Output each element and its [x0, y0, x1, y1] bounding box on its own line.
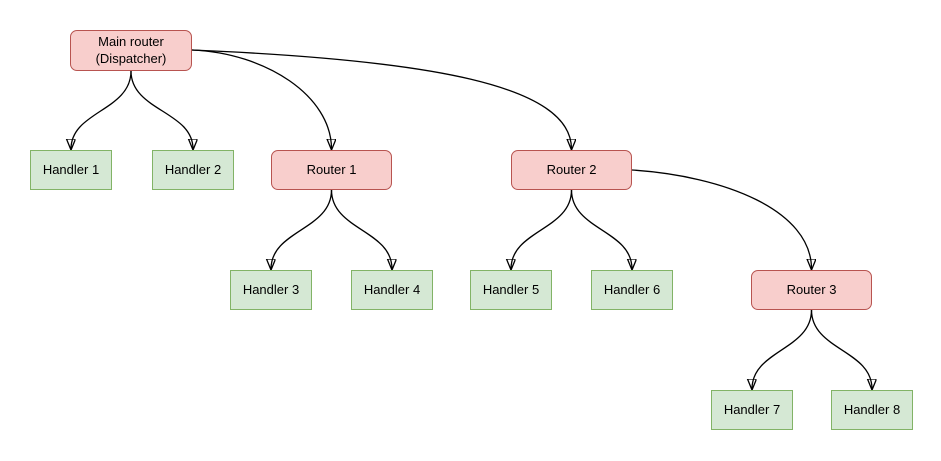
- edge-router2-to-handler6: [570, 189, 633, 269]
- node-router-1-label: Router 1: [306, 161, 357, 177]
- edge-router3-to-handler7: [752, 309, 813, 389]
- edge-router1-to-handler3: [271, 189, 333, 269]
- edge-main-to-router1: [191, 49, 332, 149]
- node-handler-6: Handler 6: [591, 270, 673, 310]
- node-handler-3: Handler 3: [230, 270, 312, 310]
- node-handler-5: Handler 5: [470, 270, 552, 310]
- node-router-2-label: Router 2: [546, 161, 597, 177]
- edge-router3-to-handler8: [810, 309, 873, 389]
- node-handler-6-label: Handler 6: [603, 281, 661, 297]
- node-handler-7-label: Handler 7: [723, 401, 781, 417]
- node-handler-4: Handler 4: [351, 270, 433, 310]
- node-router-1: Router 1: [271, 150, 392, 190]
- edge-router1-to-handler4: [330, 189, 393, 269]
- node-handler-1-label: Handler 1: [42, 161, 100, 177]
- edge-router2-to-router3: [631, 169, 812, 269]
- node-handler-5-label: Handler 5: [482, 281, 540, 297]
- node-router-2: Router 2: [511, 150, 632, 190]
- edge-main-to-router2: [191, 49, 572, 149]
- node-handler-7: Handler 7: [711, 390, 793, 430]
- node-main-router-label: Main router (Dispatcher): [95, 34, 167, 66]
- node-handler-2-label: Handler 2: [164, 161, 222, 177]
- node-handler-3-label: Handler 3: [242, 281, 300, 297]
- edge-main-to-handler1: [71, 70, 132, 149]
- node-handler-4-label: Handler 4: [363, 281, 421, 297]
- node-handler-8: Handler 8: [831, 390, 913, 430]
- node-handler-8-label: Handler 8: [843, 401, 901, 417]
- node-handler-2: Handler 2: [152, 150, 234, 190]
- node-main-router: Main router (Dispatcher): [70, 30, 192, 71]
- edge-router2-to-handler5: [511, 189, 573, 269]
- node-router-3-label: Router 3: [786, 281, 837, 297]
- node-handler-1: Handler 1: [30, 150, 112, 190]
- node-router-3: Router 3: [751, 270, 872, 310]
- edge-main-to-handler2: [130, 70, 193, 149]
